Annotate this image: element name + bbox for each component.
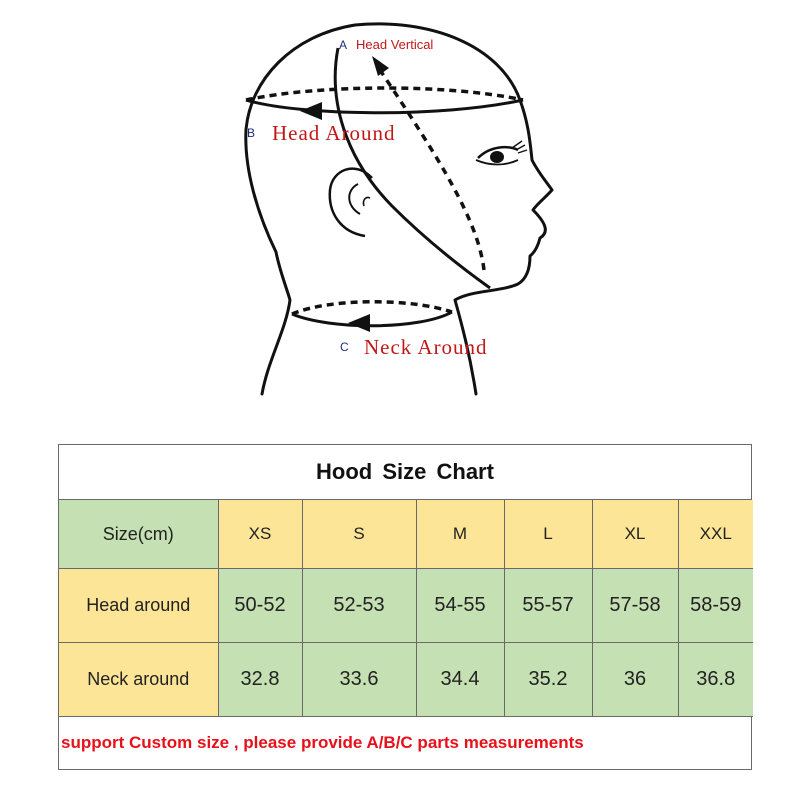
size-cell: S	[301, 500, 417, 569]
head-value-cell: 54-55	[415, 568, 505, 643]
ear-outline	[328, 167, 373, 238]
custom-size-note: support Custom size , please provide A/B…	[61, 733, 584, 752]
head-vertical-dashed	[378, 69, 486, 271]
arrow-up-icon	[372, 56, 389, 76]
label-c-letter: C	[340, 340, 349, 354]
label-b-letter: B	[247, 126, 255, 140]
neck-value-cell: 36	[591, 642, 679, 717]
head-value-cell: 58-59	[677, 568, 753, 643]
arrow-left-icon	[348, 314, 370, 332]
neck-value-cell: 34.4	[415, 642, 505, 717]
size-header-label: Size(cm)	[59, 500, 219, 569]
head-measurement-diagram: A Head Vertical B Head Around C Neck Aro…	[244, 22, 554, 396]
head-value-cell: 50-52	[217, 568, 303, 643]
chart-title: Hood Size Chart	[59, 445, 751, 500]
neck-around-dashed	[291, 300, 453, 316]
neck-value-cell: 33.6	[301, 642, 417, 717]
label-c-text: Neck Around	[364, 335, 488, 359]
head-around-row: Head around 50-52 52-53 54-55 55-57 57-5…	[59, 568, 753, 643]
neck-around-row: Neck around 32.8 33.6 34.4 35.2 36 36.8	[59, 642, 753, 717]
neck-around-label: Neck around	[59, 642, 219, 717]
size-cell: M	[415, 500, 505, 569]
head-outline	[244, 22, 554, 396]
size-table: Size(cm) XS S M L XL XXL Head around 50-…	[59, 500, 753, 717]
head-around-label: Head around	[59, 568, 219, 643]
eye-icon	[475, 140, 528, 166]
size-cell: L	[503, 500, 593, 569]
head-silhouette: A Head Vertical B Head Around C Neck Aro…	[244, 22, 554, 396]
head-value-cell: 52-53	[301, 568, 417, 643]
neck-value-cell: 36.8	[677, 642, 753, 717]
size-cell: XXL	[677, 500, 753, 569]
head-value-cell: 57-58	[591, 568, 679, 643]
neck-around-line	[291, 310, 453, 328]
size-cell: XS	[217, 500, 303, 569]
neck-value-cell: 35.2	[503, 642, 593, 717]
size-row: Size(cm) XS S M L XL XXL	[59, 500, 753, 569]
head-around-line	[245, 98, 524, 115]
arrow-left-icon	[300, 102, 322, 120]
head-around-dashed	[245, 86, 524, 102]
label-a-letter: A	[339, 38, 347, 52]
head-value-cell: 55-57	[503, 568, 593, 643]
size-cell: XL	[591, 500, 679, 569]
head-vertical-line	[333, 47, 491, 290]
label-a-text: Head Vertical	[356, 37, 433, 52]
label-b-text: Head Around	[272, 121, 396, 145]
neck-value-cell: 32.8	[217, 642, 303, 717]
size-chart: Hood Size Chart Size(cm) XS S M L XL XXL…	[58, 444, 753, 770]
